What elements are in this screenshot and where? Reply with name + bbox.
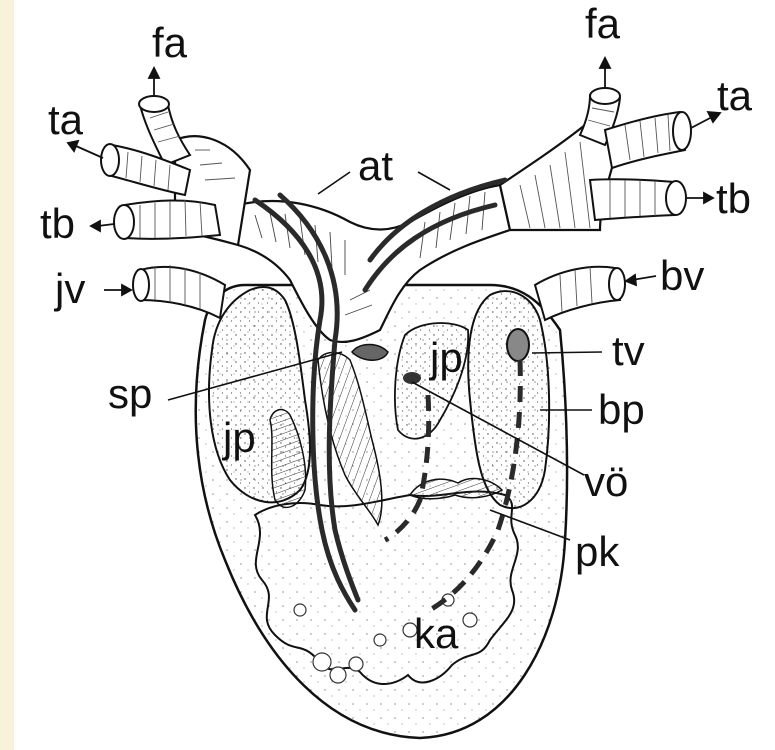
right-tb-opening — [666, 181, 686, 215]
label-jp-left: jp — [221, 414, 256, 461]
left-tb-opening — [114, 205, 134, 239]
label-bv: bv — [660, 252, 704, 299]
label-tv: tv — [612, 327, 645, 374]
right-ta-opening — [673, 112, 691, 150]
right-vein-bv — [535, 267, 620, 320]
bv-opening — [609, 268, 625, 300]
right-fa-opening — [590, 88, 620, 104]
left-fa-opening — [139, 96, 169, 112]
label-bp: bp — [598, 386, 645, 433]
label-ta-left: ta — [48, 96, 84, 143]
label-ta-right: ta — [717, 72, 753, 119]
left-vein-jv — [140, 267, 225, 318]
label-sp: sp — [108, 370, 152, 417]
label-fa-right: fa — [585, 0, 621, 47]
label-ka: ka — [414, 610, 459, 657]
right-branch-tb — [590, 179, 675, 220]
label-jv: jv — [53, 265, 85, 312]
right-branch-ta — [605, 112, 685, 168]
label-vo: vö — [584, 458, 628, 505]
label-tb-right: tb — [716, 175, 751, 222]
paper-edge — [0, 0, 14, 750]
tv-opening — [507, 329, 529, 361]
label-tb-left: tb — [40, 200, 75, 247]
left-branch-tb — [125, 200, 220, 238]
label-at: at — [358, 142, 393, 189]
label-fa-left: fa — [152, 19, 188, 66]
label-pk: pk — [575, 528, 620, 575]
jv-opening — [133, 269, 149, 301]
label-jp-center: jp — [428, 334, 463, 381]
left-ta-opening — [101, 144, 119, 176]
